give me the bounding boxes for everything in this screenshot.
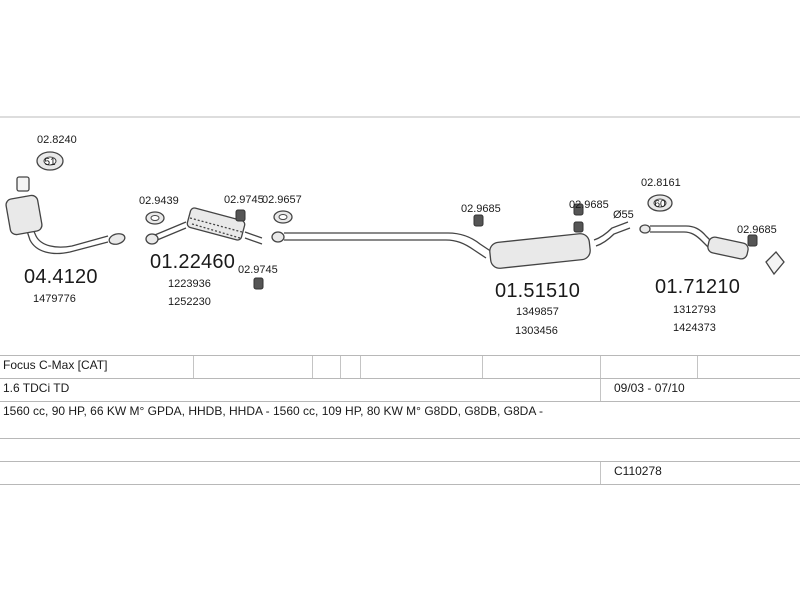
table-divider [0, 484, 800, 485]
rubber-hanger-icon[interactable] [235, 209, 246, 222]
accessory-code: 02.9657 [262, 194, 302, 206]
table-column-divider [600, 379, 601, 401]
accessory-code: 02.8161 [641, 177, 681, 189]
table-divider [0, 461, 800, 462]
table-divider [0, 438, 800, 439]
exhaust-system-diagram: 51 02.8240 04.4120 1479776 02.9439 02.97… [0, 116, 800, 337]
rubber-hanger-icon[interactable] [747, 234, 758, 247]
rear-pipe-tailpipe[interactable] [639, 224, 785, 276]
bracket-size-label: 60 [654, 199, 666, 210]
table-divider [0, 401, 800, 402]
part-number: 01.51510 [495, 280, 580, 302]
accessory-code: 02.9439 [139, 195, 179, 207]
flexible-pipe[interactable] [145, 207, 263, 245]
pipe-diameter-label: Ø55 [613, 209, 634, 221]
accessory-code: 02.9685 [461, 203, 501, 215]
hanger-bracket-icon[interactable]: 60 [647, 194, 673, 212]
part-number: 04.4120 [24, 266, 98, 288]
rubber-hanger-icon[interactable] [473, 214, 484, 227]
part-reference: 1349857 [516, 306, 559, 318]
catalog-code: C110278 [614, 464, 662, 478]
table-divider [0, 355, 800, 356]
part-reference: 1312793 [673, 304, 716, 316]
production-period: 09/03 - 07/10 [614, 381, 685, 395]
accessory-code: 02.9685 [569, 199, 609, 211]
table-column-divider [340, 356, 341, 378]
accessory-code: 02.9745 [224, 194, 264, 206]
rubber-hanger-icon[interactable] [253, 277, 264, 290]
part-reference: 1223936 [168, 278, 211, 290]
table-divider [0, 378, 800, 379]
part-reference: 1252230 [168, 296, 211, 308]
engine-type: 1.6 TDCi TD [3, 381, 70, 395]
centre-pipe-muffler[interactable] [271, 221, 631, 269]
table-column-divider [600, 462, 601, 484]
part-reference: 1479776 [33, 293, 76, 305]
part-number: 01.71210 [655, 276, 740, 298]
model-name: Focus C-Max [CAT] [3, 358, 108, 372]
part-reference: 1303456 [515, 325, 558, 337]
table-column-divider [360, 356, 361, 378]
table-column-divider [697, 356, 698, 378]
accessory-code: 02.9745 [238, 264, 278, 276]
clamp-icon[interactable] [145, 211, 165, 225]
accessory-code: 02.9685 [737, 224, 777, 236]
front-pipe-catalyst[interactable] [5, 176, 126, 255]
rubber-hanger-icon[interactable] [573, 203, 584, 216]
gasket-size-label: 51 [44, 157, 56, 168]
gasket-accessory[interactable]: 51 [36, 151, 64, 171]
table-column-divider [312, 356, 313, 378]
part-number: 01.22460 [150, 251, 235, 273]
gasket-icon[interactable] [273, 210, 293, 224]
table-column-divider [482, 356, 483, 378]
accessory-code: 02.8240 [37, 134, 77, 146]
table-column-divider [600, 356, 601, 378]
engine-specs: 1560 cc, 90 HP, 66 KW M° GPDA, HHDB, HHD… [3, 404, 544, 418]
part-reference: 1424373 [673, 322, 716, 334]
table-column-divider [193, 356, 194, 378]
